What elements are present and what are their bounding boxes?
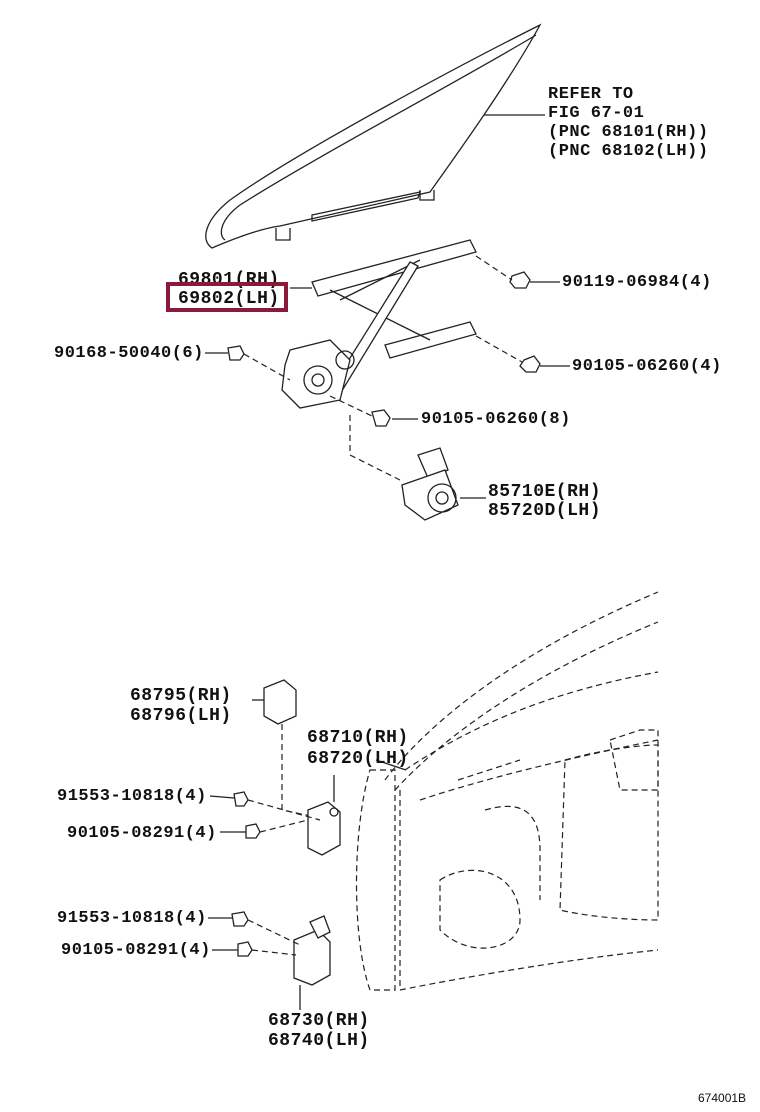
- bolt-90119-label[interactable]: 90119-06984(4): [562, 273, 712, 292]
- regulator-lh-label[interactable]: 69802(LH): [178, 289, 280, 309]
- lower-hinge-rh-label[interactable]: 68730(RH): [268, 1011, 370, 1031]
- diagram-code: 674001B: [698, 1091, 747, 1105]
- bolt-90105-06260-8-label[interactable]: 90105-06260(8): [421, 410, 571, 429]
- upper-hinge-lh-label[interactable]: 68720(LH): [307, 749, 409, 769]
- refer-note-line-2: FIG 67-01: [548, 104, 645, 123]
- cover-rh-label[interactable]: 68795(RH): [130, 686, 232, 706]
- bolt-91553-lower-label[interactable]: 91553-10818(4): [57, 909, 207, 928]
- selected-part-highlight: [166, 282, 288, 312]
- refer-note-line-4: (PNC 68102(LH)): [548, 142, 709, 161]
- lower-hinge-lh-label[interactable]: 68740(LH): [268, 1031, 370, 1051]
- motor-lh-label[interactable]: 85720D(LH): [488, 501, 602, 521]
- regulator-motor: [349, 415, 486, 521]
- bolt-90105-08291-upper-label[interactable]: 90105-08291(4): [67, 824, 217, 843]
- window-regulator: [205, 239, 570, 420]
- refer-note-line-1: REFER TO: [548, 85, 634, 104]
- refer-note-line-3: (PNC 68101(RH)): [548, 123, 709, 142]
- bolt-90105-08291-lower-label[interactable]: 90105-08291(4): [61, 941, 211, 960]
- bolt-90168-label[interactable]: 90168-50040(6): [54, 344, 204, 363]
- hinge-parts: [208, 679, 341, 1010]
- door-glass: [205, 23, 545, 249]
- regulator-bolts: [227, 255, 541, 427]
- bolt-91553-upper-label[interactable]: 91553-10818(4): [57, 787, 207, 806]
- motor-rh-label[interactable]: 85710E(RH): [488, 482, 602, 502]
- upper-hinge-rh-label[interactable]: 68710(RH): [307, 728, 409, 748]
- cover-lh-label[interactable]: 68796(LH): [130, 706, 232, 726]
- bolt-90105-06260-4-label[interactable]: 90105-06260(4): [572, 357, 722, 376]
- door-frame: [355, 591, 659, 991]
